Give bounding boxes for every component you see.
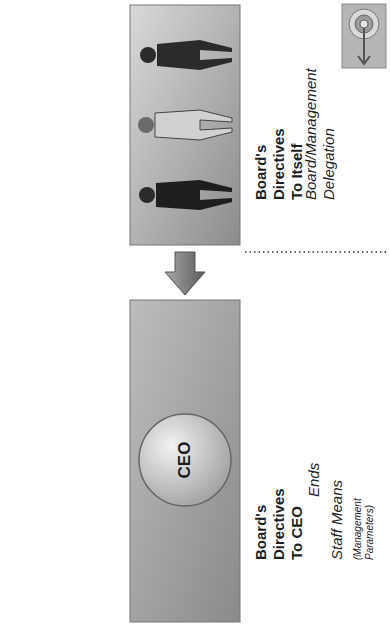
- node-label: CEO: [175, 442, 195, 479]
- label-text: Board's Directives To Itself: [252, 108, 306, 200]
- label-text: Board/Management Delegation: [302, 50, 338, 200]
- arrow-symbol: [165, 252, 205, 295]
- board-photo: [130, 5, 240, 245]
- label-text: Ends: [305, 437, 323, 497]
- label-text: Board's Directives To CEO: [252, 468, 306, 560]
- divider-line: [245, 251, 386, 253]
- label-text: (Management Parameters): [352, 490, 376, 560]
- label-text: Staff Means: [328, 450, 346, 560]
- target-icon: [342, 4, 386, 68]
- ceo-circle: CEO: [137, 412, 233, 508]
- ceo-photo: [130, 300, 240, 622]
- circle-shape: [139, 414, 231, 506]
